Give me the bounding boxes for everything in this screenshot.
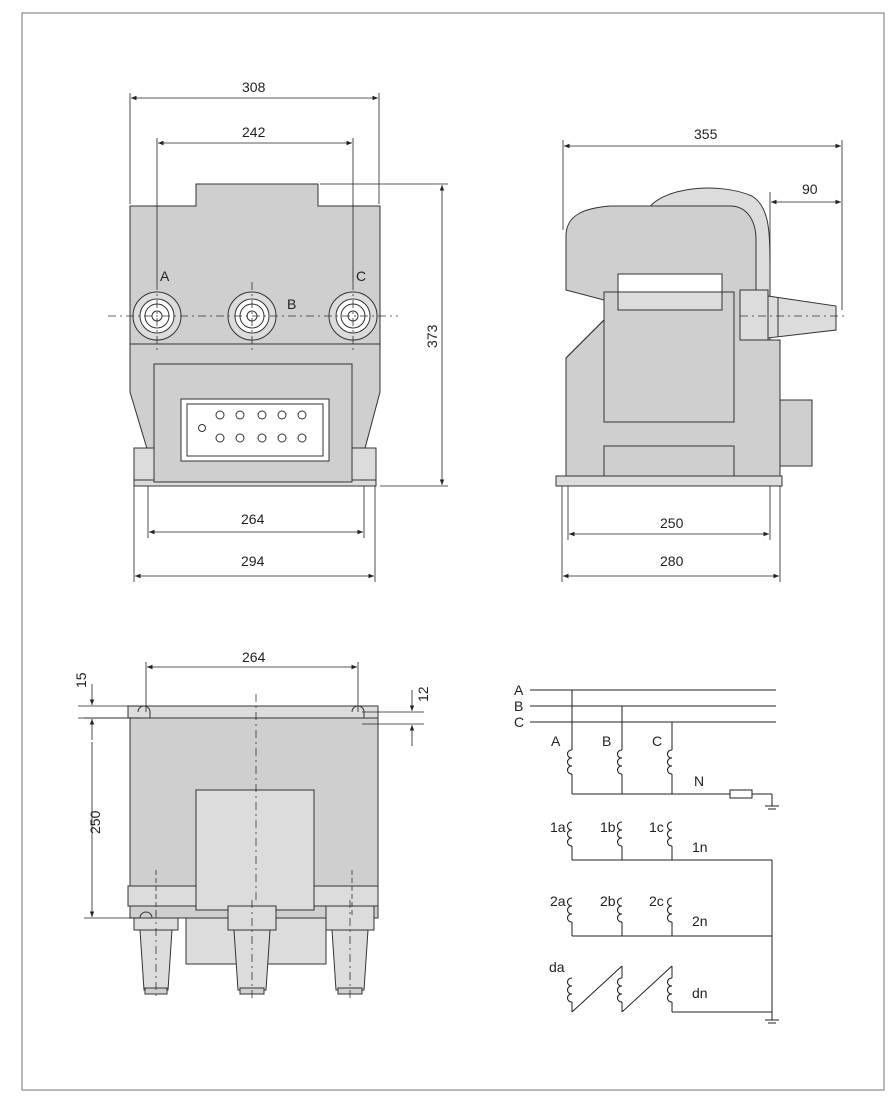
delta-label-dn: dn <box>692 985 708 1001</box>
secondary-terminals <box>198 410 307 443</box>
dim-front-373: 373 <box>424 324 440 348</box>
sec2-label-c: 2c <box>649 893 664 909</box>
sheet-border <box>21 12 885 1091</box>
ground-icon-secondary <box>765 1019 779 1024</box>
dim-plan-264: 264 <box>242 649 266 665</box>
sec1-label-a: 1a <box>550 819 566 835</box>
ground-icon-primary <box>765 805 779 810</box>
plan-mounting-plate <box>127 705 379 719</box>
side-view: 355 90 250 280 <box>555 126 848 582</box>
neutral-label: N <box>694 773 704 789</box>
dim-front-294: 294 <box>241 553 265 569</box>
plan-bushing-c <box>325 900 375 998</box>
dim-side-280: 280 <box>660 553 684 569</box>
side-nameplate-window <box>617 273 723 293</box>
sec2-label-a: 2a <box>550 893 566 909</box>
side-body <box>565 205 781 477</box>
side-bushing <box>767 295 837 339</box>
primary-label-c: C <box>652 733 662 749</box>
wiring-schematic: A B C A B C N 1a 1b 1c 1n <box>514 682 779 1024</box>
dim-front-308: 308 <box>242 79 266 95</box>
dim-plan-15: 15 <box>73 672 89 688</box>
sec1-label-c: 1c <box>649 819 664 835</box>
terminal-label-c: C <box>356 268 366 284</box>
neutral-fuse <box>729 789 753 799</box>
plan-view: 264 15 12 250 <box>73 649 431 998</box>
plan-bushing-a <box>133 910 179 998</box>
sec1-label-b: 1b <box>600 819 616 835</box>
dim-side-250: 250 <box>660 515 684 531</box>
primary-label-a: A <box>551 733 561 749</box>
dim-front-264: 264 <box>241 511 265 527</box>
dim-side-355: 355 <box>694 126 718 142</box>
sec2-label-b: 2b <box>600 893 616 909</box>
front-view: A B C 308 242 373 264 294 <box>108 79 448 582</box>
line-label-a: A <box>514 682 524 698</box>
primary-bushing-c <box>328 291 378 341</box>
side-base-plate <box>555 475 783 487</box>
secondary-terminal-block <box>180 398 330 462</box>
sec1-neutral-label: 1n <box>692 839 708 855</box>
dim-side-90: 90 <box>802 181 818 197</box>
delta-label-da: da <box>549 959 565 975</box>
terminal-label-a: A <box>160 268 170 284</box>
dim-plan-250: 250 <box>87 810 103 834</box>
primary-label-b: B <box>602 733 611 749</box>
side-terminal-box <box>779 399 813 467</box>
sec2-neutral-label: 2n <box>692 913 708 929</box>
plan-core-window <box>195 789 315 911</box>
line-label-c: C <box>514 714 524 730</box>
line-label-b: B <box>514 698 523 714</box>
dim-plan-12: 12 <box>415 686 431 702</box>
terminal-label-b: B <box>287 296 296 312</box>
plan-bushing-b <box>227 900 277 998</box>
dim-front-242: 242 <box>242 124 266 140</box>
